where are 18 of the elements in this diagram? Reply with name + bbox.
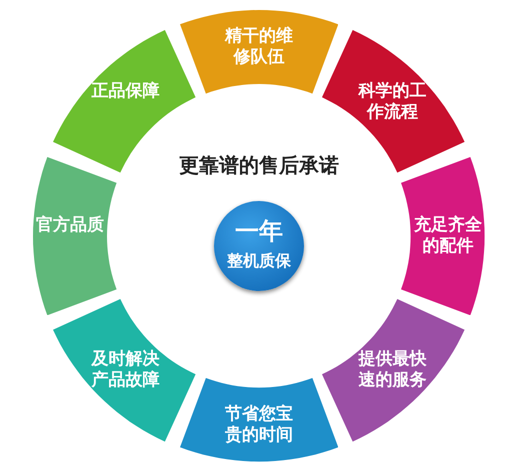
segment-label: 提供最快速的服务 — [357, 348, 428, 391]
ring-segment — [401, 156, 485, 316]
ring-segment — [53, 299, 196, 442]
heading: 更靠谱的售后承诺 — [178, 152, 340, 179]
ring-segment — [33, 156, 117, 316]
segment-label: 精干的维修队伍 — [224, 26, 294, 68]
segment-label: 官方品质 — [35, 214, 105, 236]
ring-segment — [322, 299, 465, 442]
badge-circle — [214, 201, 304, 291]
ring-segment — [180, 378, 338, 462]
segment-label: 科学的工作流程 — [357, 81, 428, 124]
segment-label: 正品保障 — [90, 81, 160, 102]
badge-heading: 一年 — [234, 216, 284, 247]
badge-text: 整机质保 — [226, 251, 292, 272]
segment-label: 及时解决产品故障 — [90, 348, 160, 391]
segment-label: 节省您宝贵的时间 — [224, 404, 294, 446]
ring-segment — [180, 10, 338, 94]
segment-label: 充足齐全的配件 — [412, 214, 483, 257]
